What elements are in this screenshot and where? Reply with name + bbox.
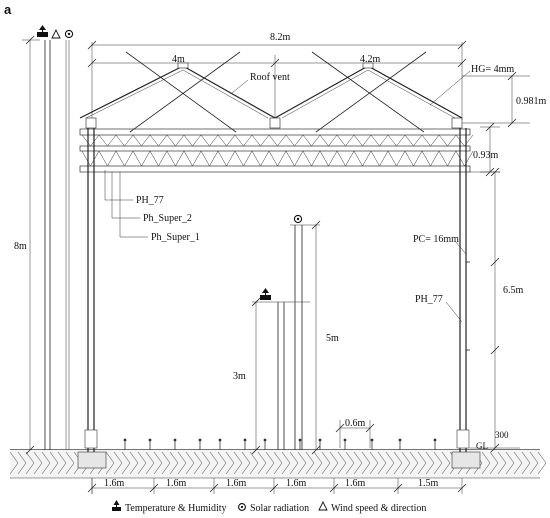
dim-8m: 8m (14, 241, 27, 252)
bottom-dim-3: 1.6m (226, 478, 247, 489)
dim-0-6m: 0.6m (345, 418, 366, 429)
spacing-dimension: 0.6m (335, 418, 375, 448)
bottom-dim-2: 1.6m (166, 478, 187, 489)
label-ph-super-1: Ph_Super_1 (151, 232, 200, 243)
label-gl: GL (476, 441, 488, 451)
label-roof-vent: Roof vent (250, 72, 290, 83)
dim-total-width: 8.2m (270, 32, 291, 43)
legend-wind-icon (318, 500, 328, 511)
legend-temperature: Temperature & Humidity (125, 503, 227, 514)
label-ph77-right: PH_77 (415, 294, 443, 305)
dim-0-981m: 0.981m (516, 96, 547, 107)
label-ph77-left: PH_77 (136, 195, 164, 206)
label-pc: PC= 16mm (413, 234, 459, 245)
legend: Temperature & Humidity Solar radiation W… (112, 500, 426, 514)
bottom-dim-6: 1.5m (418, 478, 439, 489)
dim-6-5m: 6.5m (503, 285, 524, 296)
panel-label: a (4, 2, 12, 17)
legend-wind: Wind speed & direction (331, 503, 426, 514)
right-dimensions: 0.981m 0.93m 6.5m PC= 16mm PH_77 300 GL (413, 71, 547, 453)
dim-5m: 5m (326, 333, 339, 344)
label-hg: HG= 4mm (471, 64, 514, 75)
left-labels: PH_77 Ph_Super_2 Ph_Super_1 (104, 170, 200, 243)
bottom-dim-4: 1.6m (286, 478, 307, 489)
dim-300: 300 (495, 430, 509, 440)
pole-solar-sensor-icon (293, 214, 303, 224)
legend-solar: Solar radiation (250, 503, 309, 514)
dim-3m: 3m (233, 371, 246, 382)
dim-span-left: 4m (172, 54, 185, 65)
mast-solar-sensor-icon (64, 29, 74, 39)
bottom-dim-5: 1.6m (345, 478, 366, 489)
bottom-dimensions: 1.6m 1.6m 1.6m 1.6m 1.6m 1.5m (87, 478, 467, 494)
truss (79, 128, 474, 173)
interior-poles: 5m 3m (233, 214, 339, 455)
ground (9, 438, 547, 479)
pole-temperature-sensor-icon (260, 288, 271, 300)
dim-span-right: 4.2m (360, 54, 381, 65)
weather-mast: 8m (14, 25, 74, 455)
legend-solar-icon (238, 503, 246, 511)
columns (84, 128, 470, 452)
label-ph-super-2: Ph_Super_2 (143, 213, 192, 224)
dim-0-93m: 0.93m (473, 150, 499, 161)
bottom-dim-1: 1.6m (104, 478, 125, 489)
legend-temperature-icon (112, 500, 121, 511)
mast-temperature-sensor-icon (37, 25, 48, 37)
mast-wind-sensor-icon (51, 28, 61, 39)
roof-structure: Roof vent HG= 4mm (79, 51, 514, 133)
